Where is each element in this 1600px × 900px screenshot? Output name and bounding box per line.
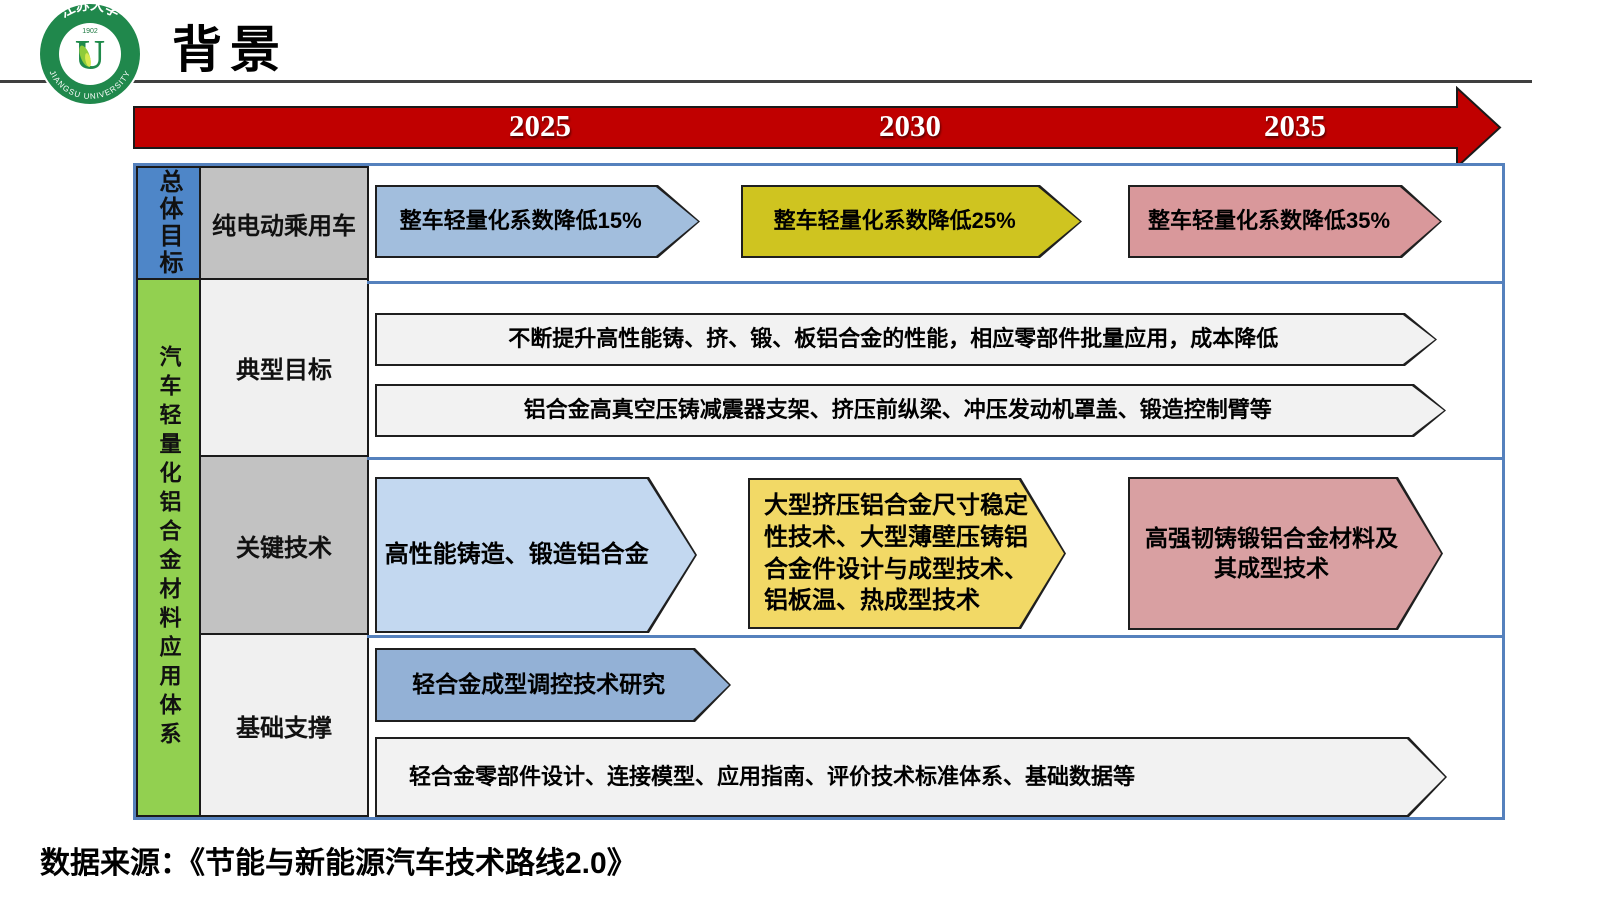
row-label-cell-ev: 纯电动乘用车 bbox=[199, 166, 369, 280]
timeline-arrow: 2025 2030 2035 bbox=[133, 86, 1505, 170]
group-label: 总体目标 bbox=[155, 169, 182, 277]
arrow-text: 大型挤压铝合金尺寸稳定性技术、大型薄壁压铸铝合金件设计与成型技术、铝板温、热成型… bbox=[764, 492, 1028, 615]
header-divider bbox=[0, 80, 1532, 83]
arrow-typical-goal-performance: 不断提升高性能铸、挤、锻、板铝合金的性能，相应零部件批量应用，成本降低 bbox=[375, 313, 1437, 366]
row-label: 基础支撑 bbox=[236, 714, 332, 742]
timeline-year-2030: 2030 bbox=[879, 108, 941, 143]
row-divider bbox=[367, 457, 1502, 460]
arrow-text: 整车轻量化系数降低25% bbox=[773, 208, 1016, 234]
row-divider bbox=[367, 281, 1502, 284]
arrow-weight-reduction-15: 整车轻量化系数降低15% bbox=[375, 185, 700, 258]
timeline-year-2035: 2035 bbox=[1264, 108, 1326, 143]
arrow-key-tech-casting: 高性能铸造、锻造铝合金 bbox=[375, 477, 697, 633]
group-cell-lightweight-system: 汽车轻量化铝合金材料应用体系 bbox=[136, 278, 201, 817]
data-source: 数据来源：《节能与新能源汽车技术路线2.0》 bbox=[40, 847, 637, 880]
arrow-text: 整车轻量化系数降低35% bbox=[1147, 208, 1391, 234]
arrow-key-tech-extrusion: 大型挤压铝合金尺寸稳定性技术、大型薄壁压铸铝合金件设计与成型技术、铝板温、热成型… bbox=[748, 478, 1066, 629]
roadmap-table: 总体目标 汽车轻量化铝合金材料应用体系 纯电动乘用车 典型目标 关键技术 基础支… bbox=[133, 163, 1505, 820]
arrow-text: 整车轻量化系数降低15% bbox=[399, 208, 642, 234]
row-label-cell-key-tech: 关键技术 bbox=[199, 455, 369, 635]
logo-letter: U bbox=[75, 33, 105, 79]
timeline-arrow-shape bbox=[133, 86, 1502, 170]
arrow-text: 轻合金成型调控技术研究 bbox=[412, 671, 666, 698]
arrow-text: 高性能铸造、锻造铝合金 bbox=[384, 541, 649, 569]
arrow-key-tech-high-strength: 高强韧铸锻铝合金材料及其成型技术 bbox=[1128, 477, 1443, 630]
arrow-basic-support-standards: 轻合金零部件设计、连接模型、应用指南、评价技术标准体系、基础数据等 bbox=[375, 737, 1447, 817]
group-label: 汽车轻量化铝合金材料应用体系 bbox=[156, 344, 182, 751]
arrow-basic-support-forming: 轻合金成型调控技术研究 bbox=[375, 648, 731, 722]
timeline-year-2025: 2025 bbox=[509, 108, 571, 143]
page-title: 背景 bbox=[172, 22, 288, 78]
row-divider bbox=[367, 635, 1502, 638]
arrow-text: 高强韧铸锻铝合金材料及其成型技术 bbox=[1145, 524, 1398, 581]
row-label: 典型目标 bbox=[236, 357, 332, 384]
arrow-text: 不断提升高性能铸、挤、锻、板铝合金的性能，相应零部件批量应用，成本降低 bbox=[508, 326, 1279, 352]
row-label: 纯电动乘用车 bbox=[212, 212, 356, 240]
university-logo-icon: 江苏大学 1902 U JIANGSU UNIVERSITY bbox=[36, 0, 144, 108]
arrow-typical-goal-parts: 铝合金高真空压铸减震器支架、挤压前纵梁、冲压发动机罩盖、锻造控制臂等 bbox=[375, 384, 1446, 437]
arrow-weight-reduction-25: 整车轻量化系数降低25% bbox=[741, 185, 1082, 258]
row-label: 关键技术 bbox=[236, 534, 332, 562]
arrow-text: 轻合金零部件设计、连接模型、应用指南、评价技术标准体系、基础数据等 bbox=[409, 763, 1136, 789]
logo-year: 1902 bbox=[82, 28, 98, 35]
row-label-cell-typical-goal: 典型目标 bbox=[199, 278, 369, 457]
arrow-weight-reduction-35: 整车轻量化系数降低35% bbox=[1128, 185, 1442, 258]
arrow-text: 铝合金高真空压铸减震器支架、挤压前纵梁、冲压发动机罩盖、锻造控制臂等 bbox=[523, 397, 1272, 423]
row-label-cell-basic-support: 基础支撑 bbox=[199, 633, 369, 817]
group-cell-overall-goal: 总体目标 bbox=[136, 166, 201, 280]
